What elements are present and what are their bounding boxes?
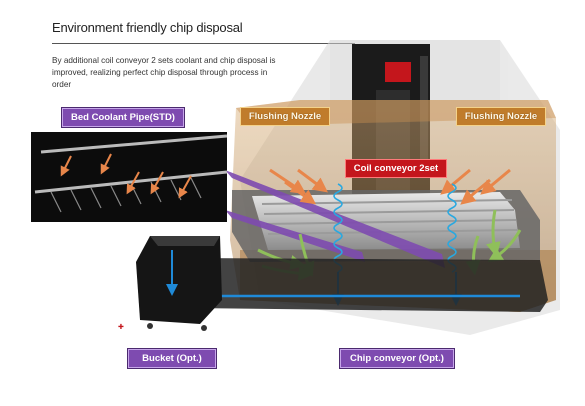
title-divider (52, 43, 355, 44)
chip-conveyor-label: Chip conveyor (Opt.) (340, 349, 454, 368)
flushing-nozzle-right-label: Flushing Nozzle (456, 107, 546, 126)
bed-coolant-pipe-photo (31, 132, 227, 222)
chip-bucket (136, 236, 222, 331)
flushing-arrows (269, 168, 511, 205)
bucket-label: Bucket (Opt.) (128, 349, 216, 368)
coil-conveyor-right (447, 183, 457, 273)
coil-conveyor-left (333, 183, 343, 273)
bed-coolant-pipe-label: Bed Coolant Pipe(STD) (62, 108, 184, 127)
description-text: By additional coil conveyor 2 sets coola… (52, 56, 276, 89)
page-title: Environment friendly chip disposal (52, 20, 243, 35)
coolant-pipe-highlight (225, 170, 445, 268)
coil-conveyor-label: Coil conveyor 2set (345, 159, 447, 178)
marker-icon: ✚ (118, 324, 124, 331)
flushing-nozzle-left-label: Flushing Nozzle (240, 107, 330, 126)
chip-conveyor (166, 246, 548, 312)
